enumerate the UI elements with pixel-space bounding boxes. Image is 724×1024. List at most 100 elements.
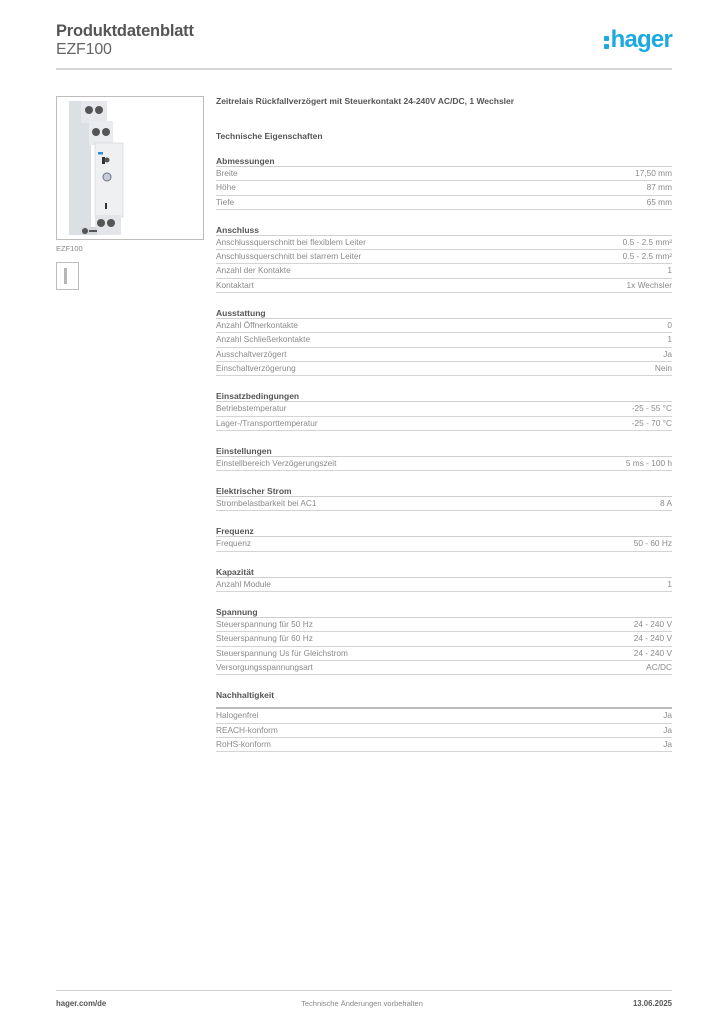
spec-label: Einschaltverzögerung [216, 362, 296, 373]
spec-label: Anschlussquerschnitt bei starrem Leiter [216, 251, 362, 262]
spec-value: 1 [667, 265, 672, 276]
spec-label: Breite [216, 168, 238, 178]
spec-row: Anschlussquerschnitt bei starrem Leiter 0… [216, 250, 672, 265]
spec-value: 1 [667, 578, 672, 589]
spec-value: 24 - 240 V [633, 647, 672, 658]
technical-properties-heading: Technische Eigenschaften [216, 131, 323, 141]
spec-value: -25 - 70 °C [631, 417, 672, 428]
spec-label: Versorgungsspannungsart [216, 661, 313, 672]
spec-value: Ja [663, 738, 672, 749]
spec-row: Steuerspannung für 60 Hz 24 - 240 V [216, 632, 672, 647]
spec-label: REACH-konform [216, 724, 278, 735]
spec-label: Höhe [216, 182, 236, 193]
product-image [56, 96, 204, 240]
section-einstellungen: Einstellungen Einstellbereich Verzögerun… [216, 446, 672, 472]
label-mark [64, 268, 67, 284]
spec-label: Steuerspannung für 60 Hz [216, 633, 313, 644]
section-title: Nachhaltigkeit [216, 690, 672, 710]
spec-label: Kontaktart [216, 279, 254, 290]
spec-value: 5 ms - 100 h [625, 457, 672, 468]
page-header: Produktdatenblatt EZF100 hager [56, 20, 673, 70]
spec-row: Breite 17,50 mm [216, 167, 672, 182]
section-title: Frequenz [216, 526, 672, 538]
spec-label: Strombelastbarkeit bei AC1 [216, 498, 317, 509]
footer-divider [56, 990, 672, 991]
spec-label: Frequenz [216, 538, 252, 549]
spec-row: Lager-/Transporttemperatur -25 - 70 °C [216, 417, 672, 431]
spec-row: Versorgungsspannungsart AC/DC [216, 661, 672, 676]
spec-value: Ja [663, 724, 672, 735]
spec-row: Anzahl Öffnerkontakte 0 [216, 319, 672, 334]
spec-row: RoHS-konform Ja [216, 738, 672, 753]
spec-row: Einstellbereich Verzögerungszeit 5 ms - 1… [216, 457, 672, 472]
product-image-caption: EZF100 [56, 244, 83, 253]
spec-value: -25 - 55 °C [631, 403, 672, 414]
section-ausstattung: Ausstattung Anzahl Öffnerkontakte 0 Anzah… [216, 308, 672, 377]
spec-label: Steuerspannung Us für Gleichstrom [216, 647, 348, 658]
spec-label: Ausschaltverzögert [216, 348, 287, 359]
logo-colon-icon [603, 36, 609, 49]
spec-row: Höhe 87 mm [216, 181, 672, 196]
spec-label: Betriebstemperatur [216, 403, 287, 414]
spec-value: 17,50 mm [635, 168, 672, 178]
spec-value: 24 - 240 V [633, 633, 672, 644]
footer-date: 13.06.2025 [632, 999, 672, 1008]
footer-website-link[interactable]: hager.com/de [56, 999, 107, 1008]
spec-value: 0.5 - 2.5 mm² [622, 236, 672, 247]
spec-value: AC/DC [646, 661, 672, 672]
spec-value: 24 - 240 V [633, 619, 672, 630]
spec-value: 0 [667, 320, 672, 331]
datasheet-main: Zeitrelais Rückfallverzögert mit Steuerk… [216, 96, 673, 753]
spec-row: Ausschaltverzögert Ja [216, 348, 672, 362]
spec-row: Frequenz 50 - 60 Hz [216, 537, 672, 552]
spec-row: Kontaktart 1x Wechsler [216, 279, 673, 294]
section-title: Kapazität [216, 567, 672, 578]
spec-label: Halogenfrei [216, 710, 259, 721]
product-description: Zeitrelais Rückfallverzögert mit Steuerk… [216, 96, 515, 106]
header-divider [56, 68, 672, 70]
section-title: Einstellungen [216, 446, 672, 457]
spec-label: Anzahl der Kontakte [216, 265, 291, 276]
section-einsatzbedingungen: Einsatzbedingungen Betriebstemperatur -25… [216, 391, 672, 431]
spec-label: Tiefe [216, 196, 235, 207]
spec-label: Anzahl Öffnerkontakte [216, 320, 298, 331]
spec-row: REACH-konform Ja [216, 724, 672, 738]
din-rail-relay-icon [69, 101, 124, 235]
spec-row: Halogenfrei Ja [216, 709, 672, 724]
section-anschluss: Anschluss Anschlussquerschnitt bei flexi… [216, 225, 673, 294]
section-title: Ausstattung [216, 308, 672, 320]
logo-text: hager [610, 26, 673, 53]
footer-notice: Technische Änderungen vorbehalten [301, 999, 423, 1008]
spec-value: 87 mm [646, 182, 672, 193]
spec-label: Anzahl Schließerkontakte [216, 334, 311, 345]
section-elektrischer-strom: Elektrischer Strom Strombelastbarkeit be… [216, 486, 672, 512]
spec-label: Anschlussquerschnitt bei flexiblem Leite… [216, 236, 366, 247]
product-label-icon [56, 262, 79, 290]
spec-value: 50 - 60 Hz [633, 538, 672, 549]
spec-label: Lager-/Transporttemperatur [216, 417, 318, 428]
section-title: Elektrischer Strom [216, 486, 672, 498]
spec-value: 1x Wechsler [626, 279, 673, 290]
section-title: Spannung [216, 607, 672, 619]
spec-value: Ja [663, 348, 672, 359]
section-title: Anschluss [216, 225, 672, 236]
spec-label: Einstellbereich Verzögerungszeit [216, 457, 337, 468]
spec-row: Anzahl der Kontakte 1 [216, 264, 672, 279]
spec-value: 0.5 - 2.5 mm² [622, 251, 672, 262]
spec-row: Steuerspannung Us für Gleichstrom 24 - 24… [216, 647, 672, 661]
spec-value: Ja [663, 710, 672, 721]
spec-label: RoHS-konform [216, 738, 271, 749]
section-title: Einsatzbedingungen [216, 391, 672, 403]
hager-logo: hager [603, 26, 673, 54]
